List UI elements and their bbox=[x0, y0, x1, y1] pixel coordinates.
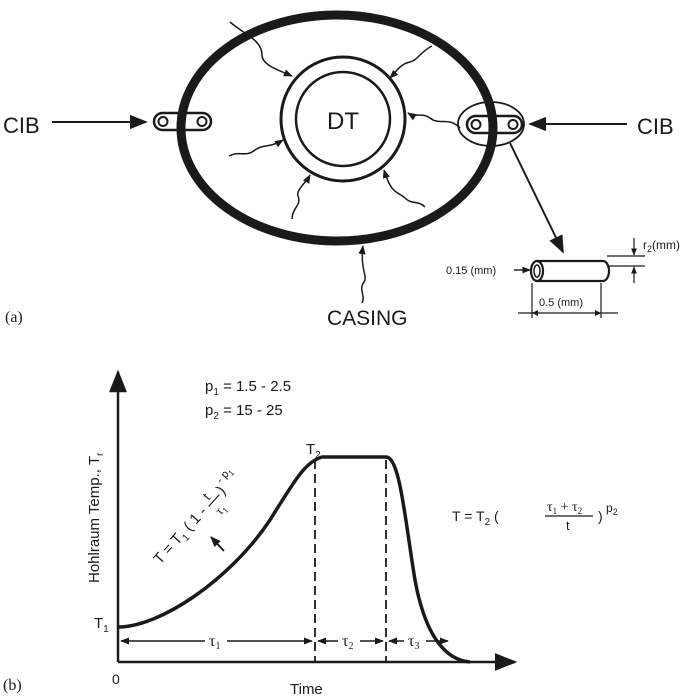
panel-a: DT CIB CIB CASING bbox=[3, 10, 680, 330]
svg-text:): ) bbox=[598, 508, 603, 524]
radiation-arrow bbox=[291, 174, 311, 220]
radiation-arrow bbox=[229, 21, 293, 77]
left-cib-hole bbox=[196, 116, 208, 127]
radiation-arrow bbox=[389, 45, 433, 79]
cylinder-left-end bbox=[529, 259, 545, 283]
cylinder-left-bore bbox=[533, 264, 541, 278]
panel-b: Hohlraum Temp., Tr Time 0 (b) τ1 τ2 τ3 T… bbox=[3, 369, 618, 697]
svg-text:p2: p2 bbox=[606, 501, 618, 517]
y-axis-label: Hohlraum Temp., Tr bbox=[86, 452, 106, 583]
p2-text: p2 = 15 - 25 bbox=[205, 402, 283, 422]
rise-formula-pointer bbox=[210, 536, 225, 552]
rise-formula: T = T1 ( 1 - t τ1 ) - p1 bbox=[150, 465, 236, 569]
radiation-arrows bbox=[228, 21, 461, 220]
dt-outer-circle bbox=[279, 55, 407, 183]
p1-text: p1 = 1.5 - 2.5 bbox=[205, 378, 291, 398]
radiation-arrow bbox=[407, 112, 461, 129]
x-axis-label: Time bbox=[290, 681, 323, 697]
svg-text:τ1 + τ2: τ1 + τ2 bbox=[547, 500, 582, 516]
svg-text:τ1: τ1 bbox=[212, 501, 231, 520]
panel-a-tag: (a) bbox=[5, 309, 23, 326]
fall-formula: T = T2 ( τ1 + τ2 t ) p2 bbox=[452, 500, 618, 533]
length-dim-label: 0.5 (mm) bbox=[539, 297, 583, 309]
cib-detail: 0.15 (mm) 0.5 (mm) r2(mm) bbox=[446, 238, 680, 318]
left-cib-connector bbox=[152, 111, 213, 132]
radiation-arrow bbox=[228, 139, 284, 157]
dt-inner-circle bbox=[294, 70, 392, 168]
radius-dim-label: r2(mm) bbox=[643, 238, 680, 254]
casing-label: CASING bbox=[327, 307, 408, 330]
panel-b-tag: (b) bbox=[3, 677, 22, 694]
radiation-arrow bbox=[382, 169, 426, 208]
svg-text:T = T2 (: T = T2 ( bbox=[452, 508, 499, 528]
casing-pointer bbox=[358, 245, 366, 304]
tau2-label: τ2 bbox=[342, 633, 353, 652]
length-dim-arrow-right bbox=[595, 310, 601, 316]
cylinder-right-end bbox=[602, 259, 611, 283]
thickness-dim-label: 0.15 (mm) bbox=[446, 265, 496, 277]
origin-label: 0 bbox=[112, 671, 120, 687]
svg-text:T = T1 ( 1 -: T = T1 ( 1 - bbox=[150, 503, 213, 569]
cib-left-label: CIB bbox=[3, 113, 40, 138]
detail-pointer-arrow bbox=[509, 142, 564, 254]
svg-text:t: t bbox=[566, 518, 570, 533]
tau3-label: τ3 bbox=[408, 633, 419, 652]
casing-ellipse bbox=[176, 10, 498, 246]
temperature-curve bbox=[117, 455, 471, 664]
t1-label: T1 bbox=[94, 615, 109, 635]
svg-text:t: t bbox=[199, 490, 213, 503]
tau1-label: τ1 bbox=[209, 633, 220, 652]
t2-label: T2 bbox=[306, 441, 321, 461]
dt-label: DT bbox=[327, 108, 359, 135]
length-dim-arrow-left bbox=[532, 310, 538, 316]
cylinder-body bbox=[537, 259, 603, 283]
right-cib-hole bbox=[507, 119, 519, 130]
right-cib-hole bbox=[470, 119, 482, 130]
right-cib-connector bbox=[465, 114, 524, 135]
cib-right-label: CIB bbox=[637, 114, 674, 139]
left-cib-hole bbox=[157, 116, 169, 127]
right-cib-highlight-ellipse bbox=[457, 101, 525, 147]
